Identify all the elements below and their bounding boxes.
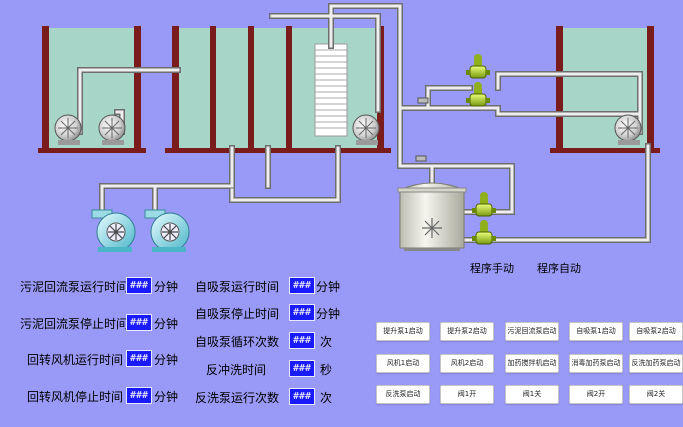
param-value-input[interactable]: ### — [289, 360, 315, 377]
param-unit: 分钟 — [154, 353, 179, 367]
param-label: 回转风机运行时间 — [27, 353, 124, 367]
blower-1-start-button[interactable]: 风机1启动 — [376, 354, 430, 373]
param-label: 自吸泵停止时间 — [195, 307, 280, 321]
valve-2-icon — [466, 82, 490, 107]
param-unit: 分钟 — [154, 317, 179, 331]
param-unit: 分钟 — [316, 307, 341, 321]
param-label: 污泥回流泵运行时间 — [20, 280, 129, 294]
pump-2-icon — [98, 114, 126, 145]
backwash-pump-icon — [614, 114, 642, 145]
self-priming-pump-2-start-button[interactable]: 自吸泵2启动 — [629, 322, 683, 341]
pipe-fittings — [415, 97, 429, 162]
param-label: 自吸泵循环次数 — [195, 335, 280, 349]
valve-1-close-button[interactable]: 阀1关 — [505, 385, 559, 404]
valve-2-close-button[interactable]: 阀2关 — [629, 385, 683, 404]
param-value-input[interactable]: ### — [126, 350, 152, 367]
param-unit: 分钟 — [154, 280, 179, 294]
tank-1 — [38, 26, 146, 153]
blower-2-start-button[interactable]: 风机2启动 — [440, 354, 494, 373]
dosing-tank-icon — [397, 182, 467, 251]
backwash-pump-start-button[interactable]: 反洗泵启动 — [376, 385, 430, 404]
param-label: 回转风机停止时间 — [27, 390, 124, 404]
param-value-input[interactable]: ### — [126, 314, 152, 331]
param-value-input[interactable]: ### — [126, 277, 152, 294]
param-value-input[interactable]: ### — [289, 304, 315, 321]
membrane-module — [314, 43, 348, 137]
mode-auto-button[interactable]: 程序自动 — [537, 262, 581, 275]
lift-pump-1-start-button[interactable]: 提升泵1启动 — [376, 322, 430, 341]
tank-3 — [550, 26, 660, 153]
self-priming-pump-1-start-button[interactable]: 自吸泵1启动 — [569, 322, 623, 341]
param-label: 污泥回流泵停止时间 — [20, 317, 129, 331]
blower-2-icon — [144, 209, 190, 252]
valve-2-open-button[interactable]: 阀2开 — [569, 385, 623, 404]
param-label: 自吸泵运行时间 — [195, 280, 280, 294]
param-unit: 分钟 — [316, 280, 341, 294]
param-value-input[interactable]: ### — [289, 277, 315, 294]
param-label: 反冲洗时间 — [206, 363, 267, 377]
valve-4-icon — [472, 220, 496, 245]
backwash-dosing-pump-start-button[interactable]: 反洗加药泵启动 — [629, 354, 683, 373]
mode-manual-button[interactable]: 程序手动 — [470, 262, 514, 275]
valve-1-open-button[interactable]: 阀1开 — [440, 385, 494, 404]
param-label: 反洗泵运行次数 — [195, 391, 280, 405]
sludge-return-pump-start-button[interactable]: 污泥回流泵启动 — [505, 322, 559, 341]
param-value-input[interactable]: ### — [289, 332, 315, 349]
pump-1-icon — [54, 114, 82, 145]
disinfect-dosing-pump-start-button[interactable]: 消毒加药泵启动 — [569, 354, 623, 373]
pipes — [77, 3, 651, 243]
param-value-input[interactable]: ### — [289, 388, 315, 405]
blower-1-icon — [91, 209, 136, 252]
sludge-return-pump-icon — [352, 114, 380, 145]
param-value-input[interactable]: ### — [126, 387, 152, 404]
valve-3-icon — [472, 192, 496, 217]
param-unit: 分钟 — [154, 390, 179, 404]
param-unit: 秒 — [320, 363, 333, 377]
valve-1-icon — [466, 54, 490, 79]
param-unit: 次 — [320, 335, 333, 349]
dosing-mixer-start-button[interactable]: 加药搅拌机启动 — [505, 354, 559, 373]
param-unit: 次 — [320, 391, 333, 405]
lift-pump-2-start-button[interactable]: 提升泵2启动 — [440, 322, 494, 341]
